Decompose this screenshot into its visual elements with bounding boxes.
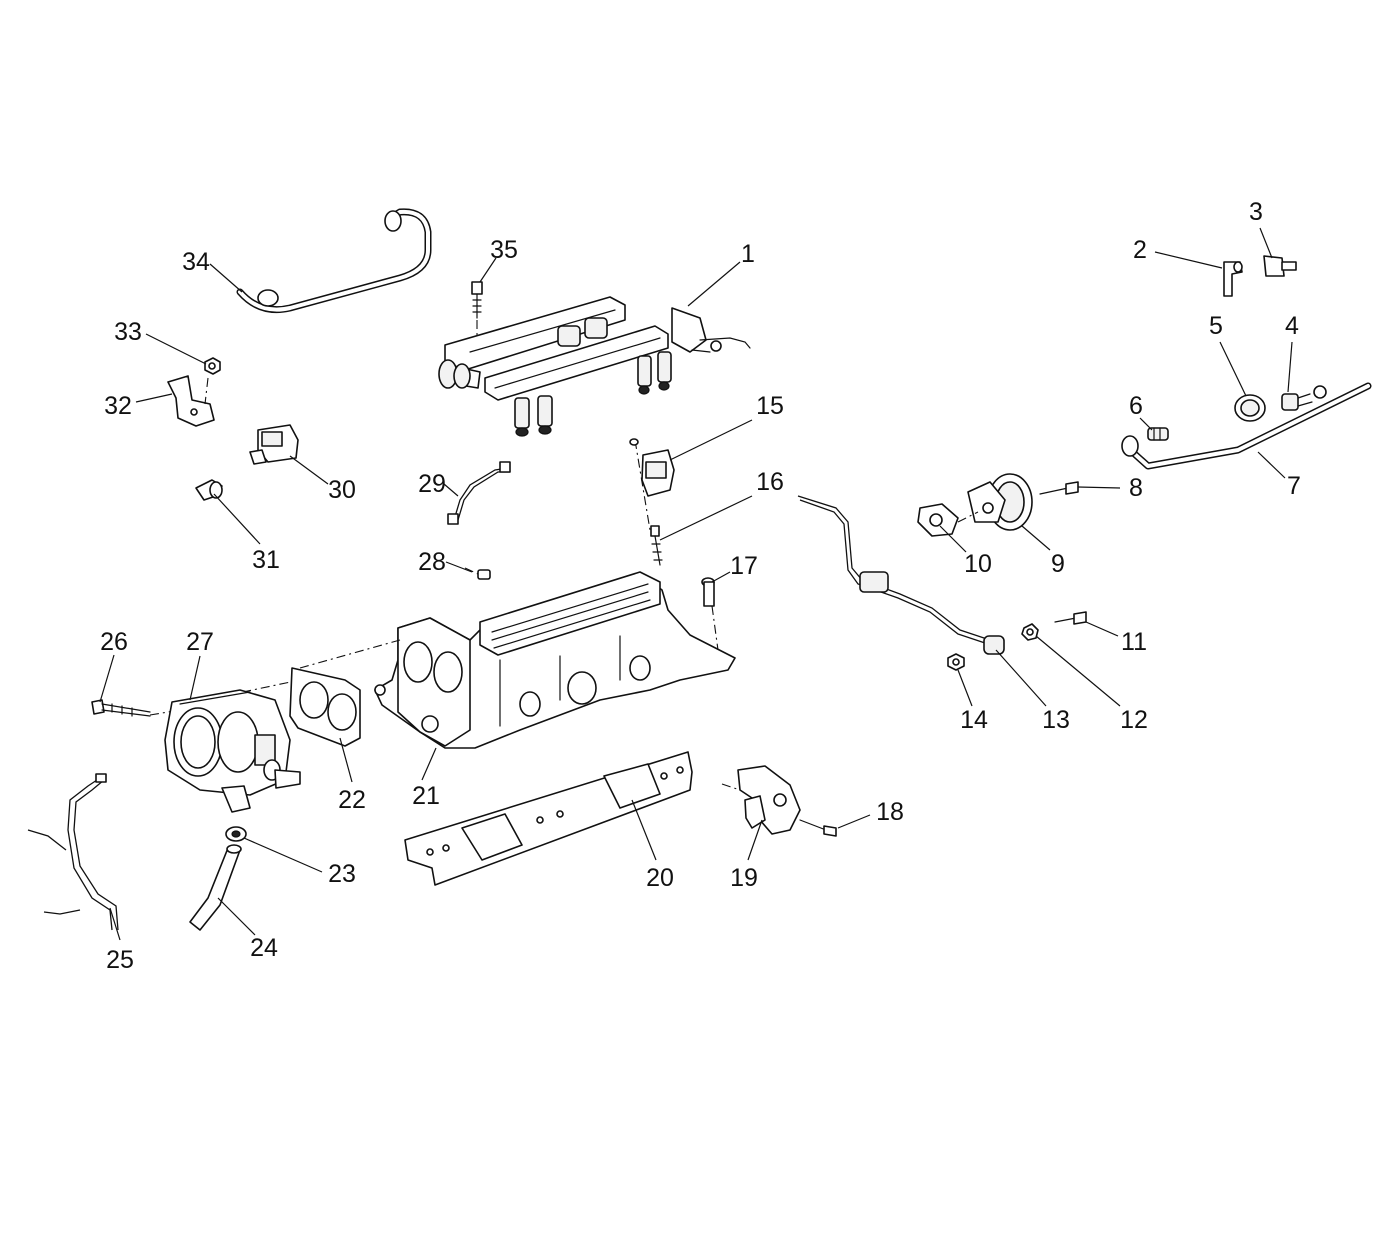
assembly-line-27-22 [204, 679, 301, 701]
part-34-pipe [236, 208, 432, 314]
callout-3: 3 [1249, 198, 1263, 226]
part-1-fuel-rail [438, 296, 751, 437]
part-23-clamp [225, 826, 247, 842]
part-10-gasket [917, 503, 979, 537]
callout-28: 28 [418, 548, 446, 576]
callout-13: 13 [1042, 706, 1070, 734]
part-16-stud [650, 525, 663, 566]
part-19-bracket [721, 765, 801, 835]
part-20-gasket-strip [404, 751, 693, 886]
callout-16: 16 [756, 468, 784, 496]
callout-10: 10 [964, 550, 992, 578]
callout-labels: 1 2 3 4 5 6 7 8 9 10 11 12 13 14 15 16 1… [100, 198, 1301, 974]
leader-lines [99, 227, 1293, 941]
part-29-harness [447, 461, 511, 525]
callout-30: 30 [328, 476, 356, 504]
part-12-nut [1021, 623, 1039, 641]
part-24-hose [189, 844, 242, 931]
part-4-fitting [1281, 385, 1327, 411]
callout-25: 25 [106, 946, 134, 974]
part-14-nut [947, 653, 965, 671]
part-8-bolt [1039, 481, 1079, 495]
part-35-bolt [471, 281, 483, 319]
part-11-bolt [1054, 611, 1087, 625]
part-6-fitting [1147, 427, 1169, 441]
assembly-line-22-21 [299, 639, 401, 669]
part-26-bolt [91, 699, 151, 717]
callout-17: 17 [730, 552, 758, 580]
callout-26: 26 [100, 628, 128, 656]
callout-14: 14 [960, 706, 988, 734]
part-22-gasket [289, 667, 361, 747]
part-28-plug [464, 567, 491, 580]
callout-8: 8 [1129, 474, 1143, 502]
callout-18: 18 [876, 798, 904, 826]
callout-12: 12 [1120, 706, 1148, 734]
callout-23: 23 [328, 860, 356, 888]
callout-33: 33 [114, 318, 142, 346]
callout-15: 15 [756, 392, 784, 420]
callout-7: 7 [1287, 472, 1301, 500]
callout-5: 5 [1209, 312, 1223, 340]
callout-29: 29 [418, 470, 446, 498]
part-25-harness [27, 773, 119, 931]
part-5-grommet [1234, 394, 1266, 422]
part-30-sensor [249, 424, 299, 465]
part-27-throttle-body [164, 689, 301, 813]
callout-31: 31 [252, 546, 280, 574]
part-7-tube [1121, 382, 1372, 470]
part-2-fitting [1223, 261, 1243, 297]
callout-22: 22 [338, 786, 366, 814]
part-3-fitting [1263, 255, 1297, 277]
callout-2: 2 [1133, 236, 1147, 264]
part-32-bracket [167, 375, 215, 427]
part-31-elbow [195, 479, 223, 501]
callout-6: 6 [1129, 392, 1143, 420]
part-18-bolt [799, 819, 837, 837]
callout-11: 11 [1121, 628, 1147, 656]
callout-19: 19 [730, 864, 758, 892]
part-13-line [797, 495, 1005, 655]
callout-1: 1 [741, 240, 755, 268]
callout-20: 20 [646, 864, 674, 892]
callout-9: 9 [1051, 550, 1065, 578]
callout-34: 34 [182, 248, 210, 276]
callout-4: 4 [1285, 312, 1299, 340]
part-21-intake-manifold [374, 571, 736, 749]
callout-27: 27 [186, 628, 214, 656]
callout-21: 21 [412, 782, 440, 810]
callout-24: 24 [250, 934, 278, 962]
part-9-egr-valve [967, 473, 1033, 531]
callout-32: 32 [104, 392, 132, 420]
callout-35: 35 [490, 236, 518, 264]
part-15-sensor [629, 438, 675, 531]
part-33-nut [204, 357, 221, 375]
part-17-stud [701, 577, 719, 651]
